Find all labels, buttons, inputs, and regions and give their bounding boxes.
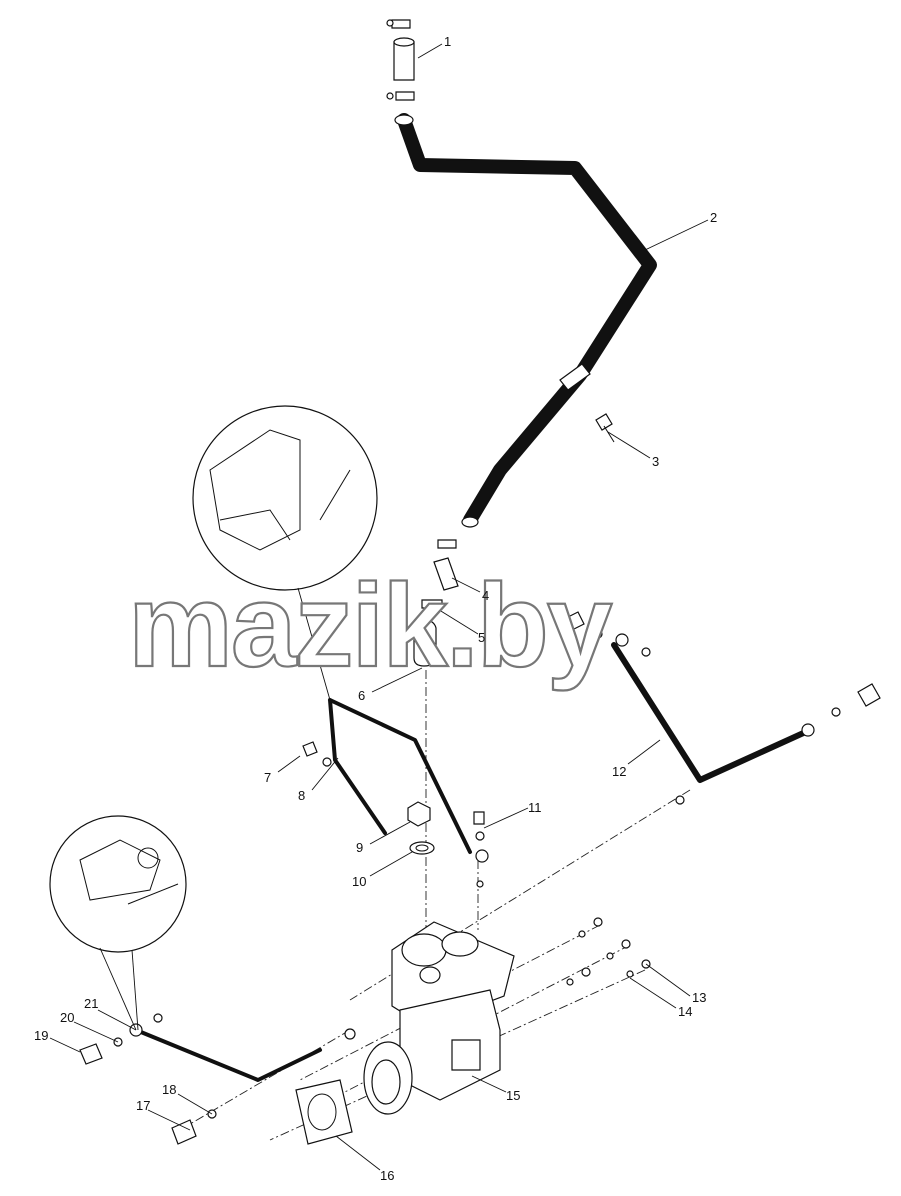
callout-19: 19 — [34, 1028, 48, 1043]
callout-1: 1 — [444, 34, 451, 49]
callout-4: 4 — [482, 588, 489, 603]
callout-10: 10 — [352, 874, 366, 889]
callout-16: 16 — [380, 1168, 394, 1183]
callout-20: 20 — [60, 1010, 74, 1025]
hose-clamp-top — [386, 19, 415, 101]
callout-14: 14 — [678, 1004, 692, 1019]
fittings-7-11 — [302, 741, 489, 888]
bolt-3 — [595, 413, 615, 443]
callout-15: 15 — [506, 1088, 520, 1103]
gasket-16 — [295, 1079, 353, 1145]
lower-tube-assembly — [79, 1013, 322, 1145]
callout-18: 18 — [162, 1082, 176, 1097]
callout-5: 5 — [478, 630, 485, 645]
air-pipe-long — [394, 113, 657, 528]
callout-12: 12 — [612, 764, 626, 779]
callout-11: 11 — [528, 800, 542, 815]
callout-7: 7 — [264, 770, 271, 785]
tube-8 — [328, 698, 472, 854]
callout-3: 3 — [652, 454, 659, 469]
callout-21: 21 — [84, 996, 98, 1011]
callout-13: 13 — [692, 990, 706, 1005]
callout-9: 9 — [356, 840, 363, 855]
callout-17: 17 — [136, 1098, 150, 1113]
watermark-text: mazik.by — [128, 560, 612, 692]
callout-8: 8 — [298, 788, 305, 803]
tube-12 — [565, 611, 881, 805]
detail-view-upper — [192, 405, 378, 701]
hose-elbow-assembly — [413, 539, 459, 667]
callout-2: 2 — [710, 210, 717, 225]
detail-view-lower — [49, 815, 187, 1031]
callout-labels: 1 2 3 4 5 6 7 8 9 10 11 12 13 14 15 16 1… — [34, 34, 717, 1183]
air-compressor — [363, 921, 515, 1115]
callout-6: 6 — [358, 688, 365, 703]
leader-lines — [49, 43, 709, 1171]
